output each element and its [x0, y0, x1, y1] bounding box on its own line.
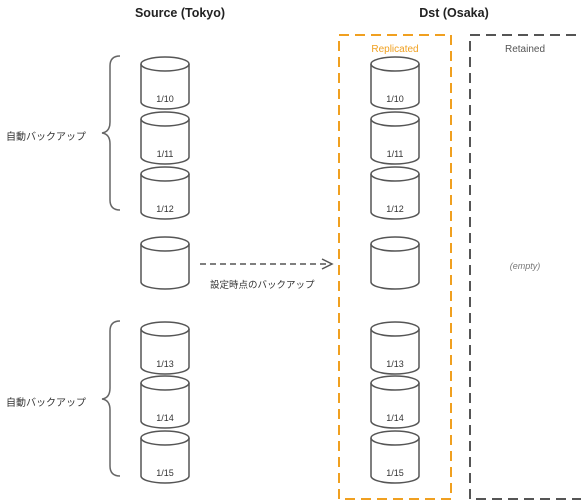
source-database-icon — [140, 375, 190, 429]
replicated-database-icon — [370, 56, 420, 110]
source-backup-label: 1/14 — [156, 413, 174, 423]
retained-box — [469, 34, 581, 500]
source-database-icon — [140, 56, 190, 110]
replicated-backup-label: 1/10 — [386, 94, 404, 104]
source-group-bottom-label: 自動バックアップ — [6, 398, 86, 409]
source-backup-label: 1/10 — [156, 94, 174, 104]
replicated-database-icon — [370, 236, 420, 290]
bottom-brace — [101, 320, 121, 477]
arrow-head — [321, 258, 334, 270]
source-backup-label: 1/15 — [156, 468, 174, 478]
replicated-database-icon — [370, 430, 420, 484]
destination-title: Dst (Osaka) — [419, 6, 489, 20]
replicated-box — [338, 34, 452, 500]
replicated-label: Replicated — [371, 44, 419, 55]
source-database-icon — [140, 236, 190, 290]
arrow-label: 設定時点のバックアップ — [210, 280, 315, 291]
retained-label: Retained — [504, 44, 546, 55]
replicated-backup-label: 1/15 — [386, 468, 404, 478]
replicated-database-icon — [370, 375, 420, 429]
retained-empty-text: (empty) — [509, 261, 541, 271]
source-database-icon — [140, 166, 190, 220]
source-backup-label: 1/13 — [156, 359, 174, 369]
replicated-database-icon — [370, 321, 420, 375]
replicated-backup-label: 1/12 — [386, 204, 404, 214]
replicated-backup-label: 1/14 — [386, 413, 404, 423]
source-database-icon — [140, 321, 190, 375]
source-group-top-label: 自動バックアップ — [6, 132, 86, 143]
replicated-database-icon — [370, 111, 420, 165]
replicated-backup-label: 1/11 — [386, 149, 404, 159]
replicated-backup-label: 1/13 — [386, 359, 404, 369]
top-brace — [101, 55, 121, 211]
source-database-icon — [140, 430, 190, 484]
source-backup-label: 1/12 — [156, 204, 174, 214]
source-backup-label: 1/11 — [156, 149, 174, 159]
replicated-database-icon — [370, 166, 420, 220]
source-database-icon — [140, 111, 190, 165]
source-title: Source (Tokyo) — [134, 6, 226, 20]
